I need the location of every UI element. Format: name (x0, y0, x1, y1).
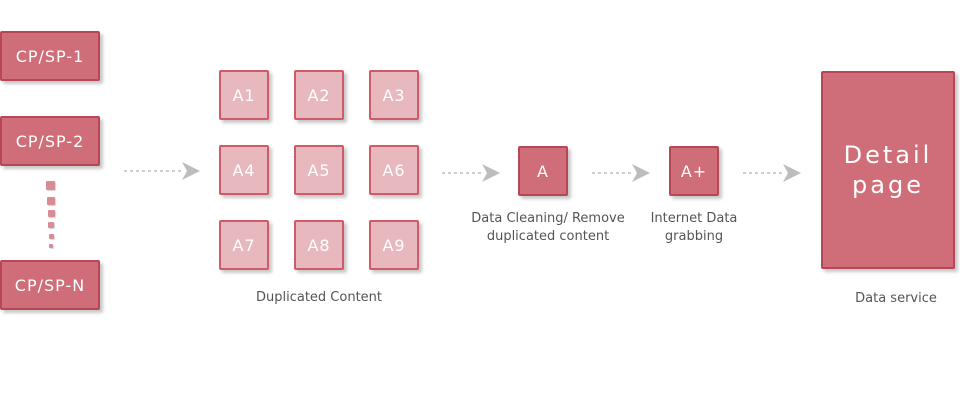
detail-page-text: Detail page (844, 140, 933, 200)
grabbing-caption: Internet Data grabbing (634, 210, 754, 246)
grabbing-caption-line2: grabbing (664, 229, 724, 244)
duplicate-box-a5: A5 (294, 145, 344, 195)
duplicate-label: A1 (232, 85, 256, 105)
flow-arrow-2 (442, 164, 500, 182)
duplicate-label: A7 (232, 235, 256, 255)
duplicate-box-a2: A2 (294, 70, 344, 120)
enriched-content-label: A+ (680, 161, 708, 181)
duplicate-box-a6: A6 (369, 145, 419, 195)
source-label-2: CP/SP-2 (15, 131, 85, 151)
grabbing-caption-line1: Internet Data (650, 211, 738, 226)
ellipsis-dot (48, 210, 55, 217)
duplicate-box-a1: A1 (219, 70, 269, 120)
duplicate-label: A4 (232, 160, 256, 180)
ellipsis-dot (46, 181, 55, 190)
source-box-1: CP/SP-1 (0, 31, 100, 81)
detail-page-box: Detail page (821, 71, 955, 269)
duplicate-label: A6 (382, 160, 406, 180)
duplicate-box-a9: A9 (369, 220, 419, 270)
data-service-caption: Data service (855, 291, 937, 306)
enriched-content-box: A+ (669, 146, 719, 196)
duplicate-label: A3 (382, 85, 406, 105)
duplicate-label: A9 (382, 235, 406, 255)
duplicate-box-a4: A4 (219, 145, 269, 195)
duplicate-label: A8 (307, 235, 331, 255)
source-box-n: CP/SP-N (0, 260, 100, 310)
flow-arrow-1 (124, 162, 200, 180)
duplicate-label: A5 (307, 160, 331, 180)
source-box-2: CP/SP-2 (0, 116, 100, 166)
flow-arrow-3 (592, 164, 650, 182)
source-label-n: CP/SP-N (14, 275, 86, 295)
cleaned-content-box: A (518, 146, 568, 196)
cleaning-caption-line1: Data Cleaning/ Remove (471, 211, 625, 226)
ellipsis-dot (47, 197, 55, 205)
duplicate-box-a3: A3 (369, 70, 419, 120)
cleaning-caption: Data Cleaning/ Remove duplicated content (456, 210, 640, 246)
duplicate-box-a7: A7 (219, 220, 269, 270)
source-label-1: CP/SP-1 (15, 46, 85, 66)
duplicate-box-a8: A8 (294, 220, 344, 270)
cleaning-caption-line2: duplicated content (486, 229, 610, 244)
flow-arrow-4 (743, 164, 801, 182)
ellipsis-dot (48, 222, 54, 228)
ellipsis-dot (49, 234, 54, 239)
detail-page-line1: Detail (843, 141, 933, 169)
ellipsis-dot (49, 244, 53, 248)
duplicate-label: A2 (307, 85, 331, 105)
detail-page-line2: page (852, 171, 924, 199)
cleaned-content-label: A (537, 161, 549, 181)
duplicated-caption: Duplicated Content (255, 290, 383, 305)
